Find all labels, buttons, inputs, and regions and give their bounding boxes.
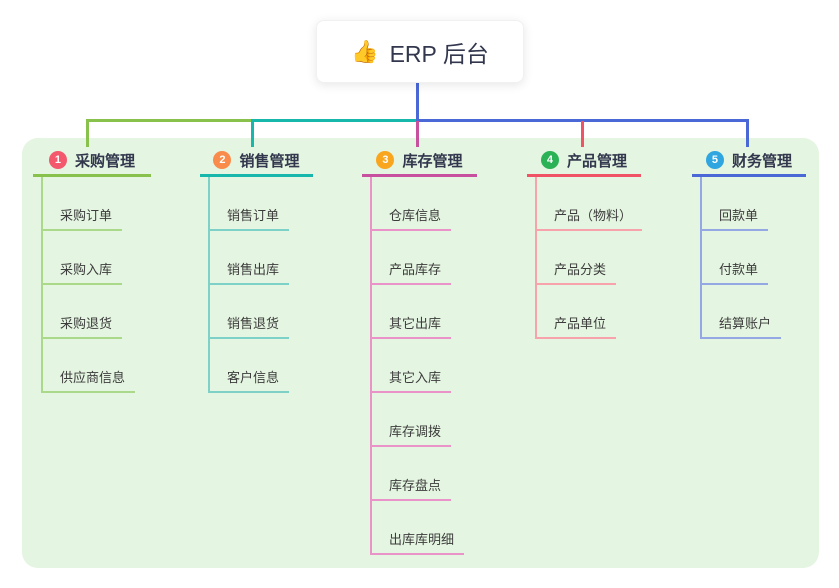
mindmap-node-item[interactable]: 仓库信息 [372, 177, 452, 231]
mindmap-node-item[interactable]: 采购入库 [43, 231, 123, 285]
branch-drop-line-4 [581, 121, 584, 147]
branch-header-sales[interactable]: 2 销售管理 [200, 146, 313, 177]
mindmap-node-item[interactable]: 出库库明细 [372, 501, 465, 555]
branch-drop-line-2 [251, 121, 254, 147]
branch-number-badge: 1 [48, 151, 67, 169]
mindmap-node-item[interactable]: 库存调拨 [372, 393, 452, 447]
root-node-label: ERP 后台 [389, 40, 489, 67]
branch-children-sales: 销售订单 销售出库 销售退货 客户信息 [208, 177, 313, 393]
branch-header-finance[interactable]: 5 财务管理 [692, 146, 806, 177]
mindmap-node-item[interactable]: 采购订单 [43, 177, 123, 231]
branch-drop-line-5 [746, 121, 749, 147]
branch-purchase-management: 1 采购管理 采购订单 采购入库 采购退货 供应商信息 [33, 146, 151, 393]
branch-inventory-management: 3 库存管理 仓库信息 产品库存 其它出库 其它入库 库存调拨 库存盘点 出库库… [362, 146, 477, 555]
mindmap-node-item[interactable]: 销售出库 [210, 231, 290, 285]
mindmap-node-item[interactable]: 客户信息 [210, 339, 290, 393]
mindmap-panel [22, 138, 819, 568]
branch-number-badge: 3 [376, 151, 395, 169]
branch-number-badge: 5 [705, 151, 724, 169]
mindmap-node-item[interactable]: 付款单 [702, 231, 769, 285]
mindmap-node-item[interactable]: 产品单位 [537, 285, 617, 339]
bus-line-green [86, 119, 254, 122]
mindmap-node-item[interactable]: 结算账户 [702, 285, 782, 339]
bus-line-teal [251, 119, 419, 122]
branch-header-product[interactable]: 4 产品管理 [527, 146, 641, 177]
branch-title: 库存管理 [402, 152, 463, 170]
mindmap-node-item[interactable]: 回款单 [702, 177, 769, 231]
branch-number-badge: 2 [213, 151, 232, 169]
branch-title: 财务管理 [731, 152, 792, 170]
branch-children-finance: 回款单 付款单 结算账户 [700, 177, 806, 339]
mindmap-node-item[interactable]: 其它出库 [372, 285, 452, 339]
branch-header-purchase[interactable]: 1 采购管理 [33, 146, 151, 177]
root-node[interactable]: 👍 ERP 后台 [316, 20, 524, 83]
branch-title: 产品管理 [566, 152, 627, 170]
mindmap-node-item[interactable]: 产品分类 [537, 231, 617, 285]
branch-number-badge: 4 [540, 151, 559, 169]
mindmap-node-item[interactable]: 销售订单 [210, 177, 290, 231]
branch-children-product: 产品（物料） 产品分类 产品单位 [535, 177, 643, 339]
branch-children-purchase: 采购订单 采购入库 采购退货 供应商信息 [41, 177, 151, 393]
mindmap-node-item[interactable]: 采购退货 [43, 285, 123, 339]
mindmap-node-item[interactable]: 产品库存 [372, 231, 452, 285]
branch-drop-line-1 [86, 121, 89, 147]
mindmap-node-item[interactable]: 其它入库 [372, 339, 452, 393]
branch-finance-management: 5 财务管理 回款单 付款单 结算账户 [692, 146, 806, 339]
branch-title: 销售管理 [239, 152, 300, 170]
branch-sales-management: 2 销售管理 销售订单 销售出库 销售退货 客户信息 [200, 146, 313, 393]
root-connector-line [416, 81, 419, 120]
mindmap-node-item[interactable]: 销售退货 [210, 285, 290, 339]
branch-title: 采购管理 [74, 152, 135, 170]
branch-product-management: 4 产品管理 产品（物料） 产品分类 产品单位 [527, 146, 643, 339]
branch-children-inventory: 仓库信息 产品库存 其它出库 其它入库 库存调拨 库存盘点 出库库明细 [370, 177, 477, 555]
thumbs-up-icon: 👍 [351, 38, 379, 64]
mindmap-node-item[interactable]: 产品（物料） [537, 177, 643, 231]
mindmap-node-item[interactable]: 库存盘点 [372, 447, 452, 501]
bus-line-blue [416, 119, 749, 122]
branch-header-inventory[interactable]: 3 库存管理 [362, 146, 477, 177]
mindmap-node-item[interactable]: 供应商信息 [43, 339, 136, 393]
branch-drop-line-3 [416, 121, 419, 147]
